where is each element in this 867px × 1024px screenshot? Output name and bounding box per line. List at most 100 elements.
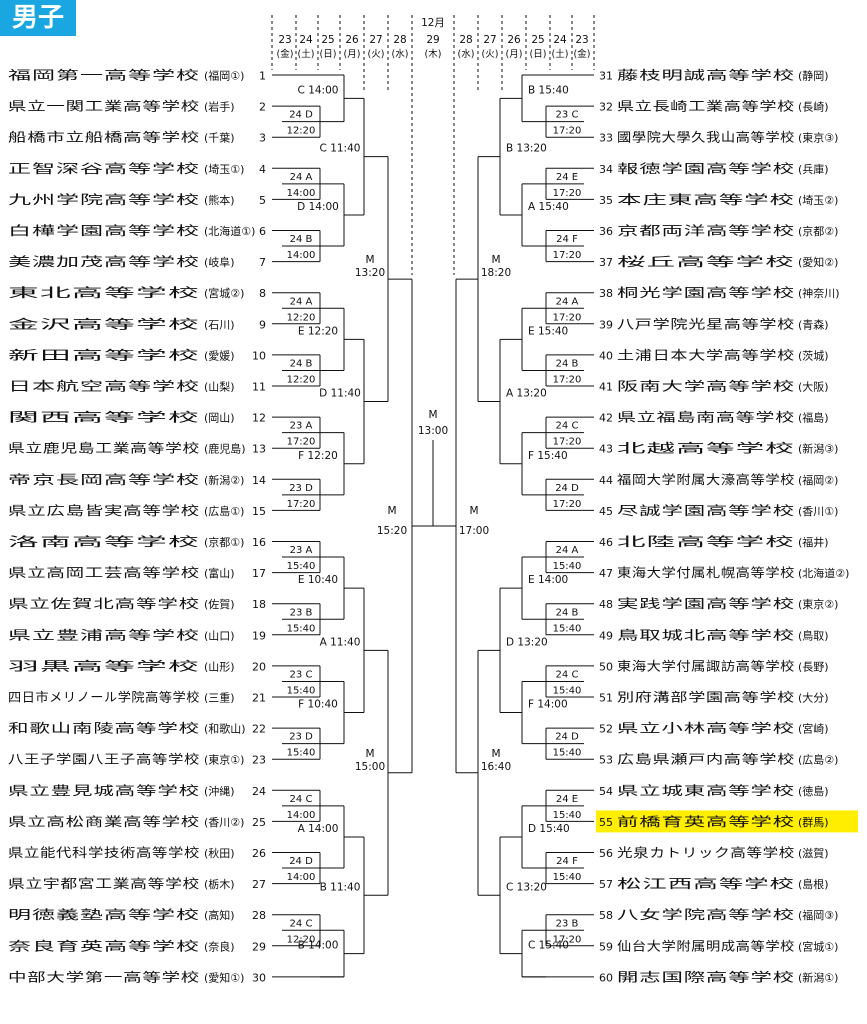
- seed-number: 7: [259, 256, 266, 269]
- match-court: 23 D: [289, 483, 313, 494]
- match-time: 12:20: [287, 312, 316, 323]
- team-prefecture: (群馬): [798, 815, 829, 829]
- team-name: 阪南大学高等学校: [617, 379, 795, 394]
- team-highlight: [596, 810, 858, 833]
- team-name: 正智深谷高等学校: [8, 161, 200, 176]
- seed-number: 60: [599, 971, 613, 984]
- team-name: 前橋育英高等学校: [617, 814, 795, 829]
- team-prefecture: (埼玉①): [204, 162, 244, 176]
- match-time: 15:40: [553, 561, 582, 572]
- match-time: 15:20: [377, 525, 407, 537]
- team-name: 四日市メリノール学院高等学校: [8, 690, 200, 705]
- match-label: M: [469, 505, 478, 517]
- team-name: 別府溝部学園高等学校: [617, 690, 795, 705]
- match-court: 23 A: [290, 545, 313, 556]
- match-court: 24 B: [290, 358, 313, 369]
- page-title: 男子: [0, 0, 76, 36]
- match-court: 23 B: [290, 607, 313, 618]
- team-prefecture: (栃木): [204, 877, 235, 891]
- team-prefecture: (福井): [798, 535, 829, 549]
- match-court: 24 A: [556, 296, 579, 307]
- match-court: 24 F: [556, 234, 578, 245]
- team-prefecture: (三重): [204, 691, 235, 705]
- match-label: F 15:40: [528, 450, 568, 462]
- seed-number: 40: [599, 349, 613, 362]
- match-time: 14:00: [287, 188, 316, 199]
- match-time: 17:20: [553, 374, 582, 385]
- seed-number: 22: [252, 723, 266, 736]
- match-court: 24 A: [290, 172, 313, 183]
- team-name: 県立小林高等学校: [617, 721, 795, 736]
- match-time: 17:20: [553, 188, 582, 199]
- team-name: 和歌山南陵高等学校: [8, 721, 200, 736]
- header-weekday: (火): [482, 49, 499, 60]
- match-time: 15:40: [287, 623, 316, 634]
- header-weekday: (金): [277, 48, 294, 60]
- match-label: D 14:00: [297, 201, 339, 213]
- match-court: 24 C: [290, 918, 313, 929]
- seed-number: 23: [252, 754, 266, 767]
- header-weekday: (月): [506, 49, 523, 60]
- team-name: 八王子学園八王子高等学校: [8, 752, 200, 767]
- team-prefecture: (岡山): [204, 412, 235, 425]
- match-court: 24 E: [556, 172, 578, 183]
- match-label: M: [365, 748, 374, 760]
- team-name: 本庄東高等学校: [617, 192, 795, 207]
- match-court: 24 C: [556, 669, 579, 680]
- match-label: D 13:20: [506, 636, 548, 648]
- team-name: 県立福島南高等学校: [617, 410, 795, 425]
- team-name: 関西高等学校: [8, 410, 200, 425]
- team-prefecture: (東京②): [798, 597, 838, 611]
- match-label: D 11:40: [319, 388, 361, 400]
- match-label: E 10:40: [298, 574, 338, 586]
- match-court: 24 A: [556, 545, 579, 556]
- match-time: 16:40: [481, 761, 511, 773]
- seed-number: 13: [252, 443, 266, 456]
- match-time: 17:00: [459, 525, 489, 537]
- match-court: 24 D: [289, 110, 313, 121]
- match-label: F 14:00: [528, 699, 568, 711]
- match-court: 24 A: [290, 296, 313, 307]
- match-time: 15:40: [287, 685, 316, 696]
- match-time: 12:20: [287, 374, 316, 385]
- team-name: 尽誠学園高等学校: [617, 503, 795, 518]
- seed-number: 17: [252, 567, 266, 580]
- team-name: 帝京長岡高等学校: [8, 472, 200, 487]
- team-prefecture: (山形): [204, 660, 235, 673]
- match-court: 23 B: [556, 918, 579, 929]
- team-prefecture: (高知): [204, 908, 235, 922]
- team-name: 東海大学付属諏訪高等学校: [617, 658, 795, 673]
- team-prefecture: (宮崎): [798, 722, 829, 736]
- team-name: 桐光学園高等学校: [617, 285, 795, 300]
- team-name: 県立宇都宮工業高等学校: [8, 876, 200, 891]
- seed-number: 57: [599, 878, 613, 891]
- match-label: A 13:20: [506, 388, 547, 400]
- seed-number: 56: [599, 847, 613, 860]
- team-prefecture: (福岡③): [798, 908, 838, 922]
- match-time: 17:20: [287, 499, 316, 510]
- seed-number: 33: [599, 132, 613, 145]
- match-court: 24 D: [555, 732, 579, 743]
- team-prefecture: (東京①): [204, 753, 244, 767]
- team-prefecture: (奈良): [204, 939, 235, 953]
- match-label: A 15:40: [528, 201, 569, 213]
- seed-number: 25: [252, 816, 266, 829]
- seed-number: 19: [252, 629, 266, 642]
- team-prefecture: (福岡②): [798, 473, 838, 487]
- final-time: 13:00: [418, 425, 448, 437]
- team-prefecture: (神奈川): [798, 286, 840, 300]
- header-date: 24: [299, 34, 313, 46]
- match-label: B 11:40: [320, 881, 361, 893]
- seed-number: 31: [599, 70, 613, 83]
- team-prefecture: (宮城①): [798, 939, 838, 953]
- seed-number: 58: [599, 909, 613, 922]
- team-name: 松江西高等学校: [617, 876, 795, 891]
- team-name: 福岡第一高等学校: [8, 68, 200, 83]
- team-prefecture: (茨城): [798, 348, 829, 362]
- seed-number: 46: [599, 536, 613, 549]
- seed-number: 28: [252, 909, 266, 922]
- seed-number: 53: [599, 754, 613, 767]
- match-time: 15:40: [553, 623, 582, 634]
- seed-number: 59: [599, 940, 613, 953]
- header-weekday: (火): [368, 49, 385, 60]
